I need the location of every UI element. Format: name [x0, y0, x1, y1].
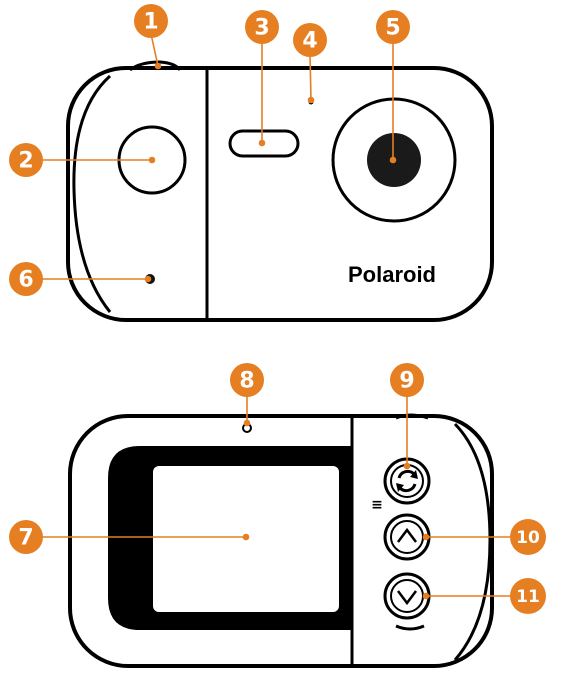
polaroid-logo: Polaroid: [348, 262, 436, 287]
callout-6: 6: [9, 262, 43, 296]
chevron-down-icon: [397, 590, 417, 606]
shutter-button-bump: [129, 60, 182, 72]
front-grip-edge: [72, 74, 112, 313]
svg-text:7: 7: [18, 526, 33, 551]
callout-9: 9: [390, 363, 424, 397]
svg-text:4: 4: [302, 29, 317, 54]
camera-front-view: Polaroid: [66, 60, 494, 322]
back-grip-edge: [453, 422, 492, 661]
svg-text:8: 8: [239, 369, 254, 394]
refresh-cycle-icon: [396, 469, 418, 493]
callout-5: 5: [376, 10, 410, 44]
callout-3: 3: [245, 10, 279, 44]
up-button[interactable]: [383, 513, 431, 561]
svg-text:11: 11: [516, 587, 540, 607]
svg-text:10: 10: [516, 528, 540, 548]
svg-text:2: 2: [18, 149, 33, 174]
svg-text:5: 5: [385, 16, 400, 41]
svg-text:9: 9: [399, 369, 414, 394]
svg-text:1: 1: [143, 10, 158, 35]
callout-2: 2: [9, 143, 43, 177]
down-button[interactable]: [383, 572, 431, 620]
svg-text:6: 6: [18, 268, 33, 293]
svg-text:3: 3: [254, 16, 269, 41]
leader-1: [150, 33, 159, 67]
leader-4: [309, 54, 312, 101]
chevron-up-icon: [397, 527, 417, 543]
callout-8: 8: [230, 363, 264, 397]
back-top-ridge: [395, 413, 429, 420]
callout-leaders: [42, 33, 510, 600]
camera-back-view: ≡: [68, 413, 494, 668]
menu-lines-icon: ≡: [371, 497, 383, 513]
callout-1: 1: [134, 4, 168, 38]
callout-4: 4: [293, 23, 327, 57]
callout-11: 11: [510, 578, 546, 614]
callout-10: 10: [510, 519, 546, 555]
back-bottom-ridge: [395, 624, 425, 631]
callout-badges: 1 2 3 4 5 6 7 8: [9, 4, 546, 614]
callout-7: 7: [9, 520, 43, 554]
